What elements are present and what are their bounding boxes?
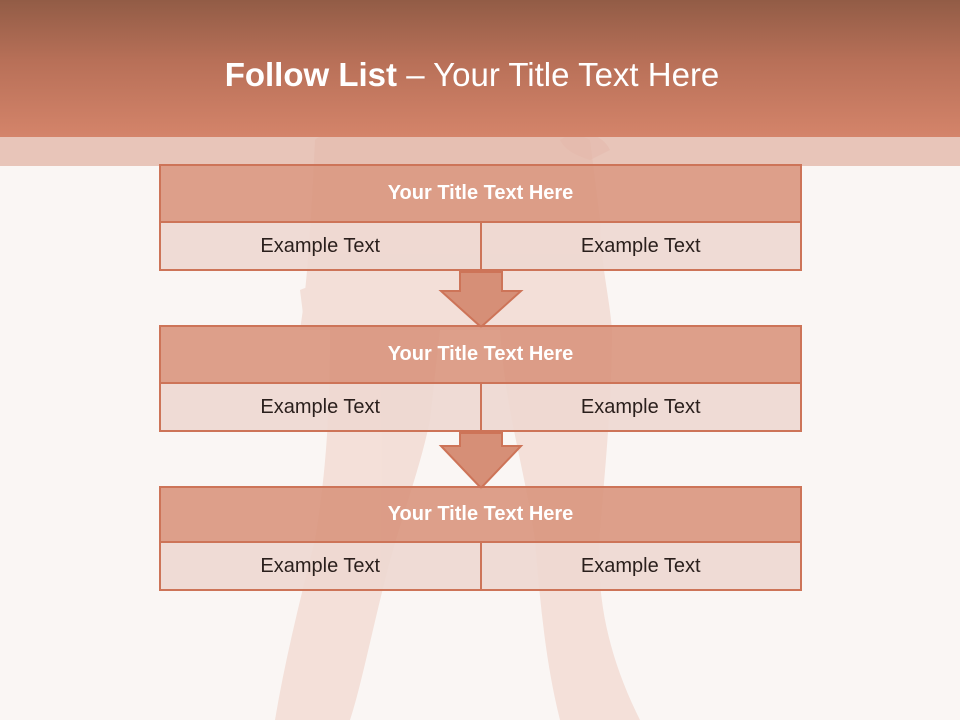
step-2-title: Your Title Text Here	[159, 325, 802, 384]
step-2-box: Your Title Text Here Example Text Exampl…	[159, 325, 802, 432]
down-arrow-icon	[438, 271, 524, 329]
step-1-left-cell: Example Text	[159, 223, 482, 271]
step-3-box: Your Title Text Here Example Text Exampl…	[159, 486, 802, 591]
step-2-right-cell: Example Text	[481, 384, 802, 432]
step-3-row: Example Text Example Text	[159, 543, 802, 591]
step-1-row: Example Text Example Text	[159, 223, 802, 271]
slide-title: Follow List – Your Title Text Here	[0, 52, 952, 98]
step-1-title: Your Title Text Here	[159, 164, 802, 223]
step-2-row: Example Text Example Text	[159, 384, 802, 432]
header-bar	[0, 0, 960, 137]
slide-title-rest: – Your Title Text Here	[397, 56, 720, 93]
step-2-left-cell: Example Text	[159, 384, 482, 432]
step-3-title: Your Title Text Here	[159, 486, 802, 543]
step-1-box: Your Title Text Here Example Text Exampl…	[159, 164, 802, 271]
slide-title-bold: Follow List	[224, 56, 398, 93]
header-band	[0, 137, 960, 166]
step-3-left-cell: Example Text	[159, 543, 482, 591]
down-arrow-icon	[438, 432, 524, 490]
step-1-right-cell: Example Text	[481, 223, 802, 271]
step-3-right-cell: Example Text	[481, 543, 802, 591]
